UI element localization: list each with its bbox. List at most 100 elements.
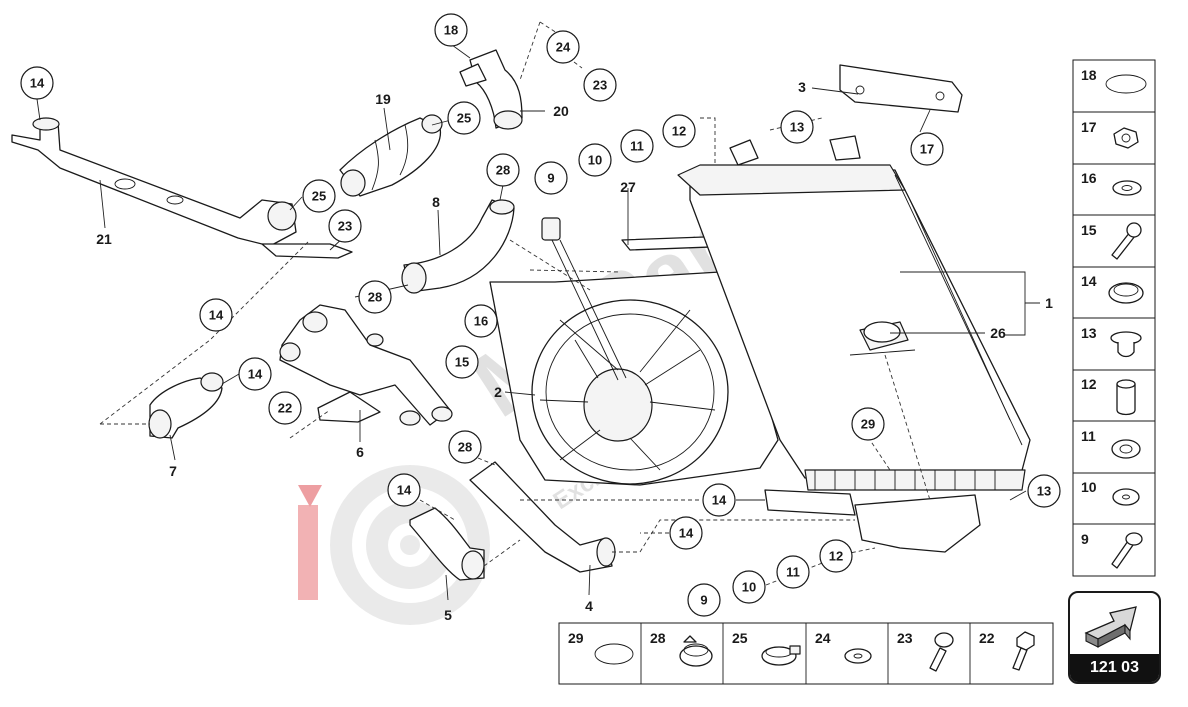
callout-25[interactable]: 25 <box>447 101 481 135</box>
callout-12[interactable]: 12 <box>819 539 853 573</box>
callout-25[interactable]: 25 <box>302 179 336 213</box>
legend-16: 16 <box>1081 170 1097 186</box>
legend-10: 10 <box>1081 479 1097 495</box>
part-6-coolant-pipe <box>279 304 453 426</box>
legend-17: 17 <box>1081 119 1097 135</box>
callout-12[interactable]: 12 <box>662 114 696 148</box>
callout-14[interactable]: 14 <box>702 483 736 517</box>
svg-text:17: 17 <box>920 142 934 157</box>
label-27[interactable]: 27 <box>620 179 636 195</box>
callout-28[interactable]: 28 <box>486 153 520 187</box>
legend-23: 23 <box>897 630 913 646</box>
legend-14: 14 <box>1081 273 1097 289</box>
callout-14[interactable]: 14 <box>387 473 421 507</box>
svg-text:14: 14 <box>209 308 224 323</box>
label-2[interactable]: 2 <box>494 384 502 400</box>
svg-text:15: 15 <box>455 355 469 370</box>
label-6[interactable]: 6 <box>356 444 364 460</box>
legend-24: 24 <box>815 630 831 646</box>
label-26[interactable]: 26 <box>990 325 1006 341</box>
callout-14[interactable]: 14 <box>669 516 703 550</box>
svg-text:23: 23 <box>338 219 352 234</box>
part-4-hose <box>469 461 616 573</box>
callout-11[interactable]: 11 <box>776 555 810 589</box>
part-3-bracket <box>839 64 963 113</box>
part-26-component <box>849 321 916 356</box>
part-21-pipe <box>11 117 353 259</box>
legend-25: 25 <box>732 630 748 646</box>
label-20[interactable]: 20 <box>553 103 569 119</box>
svg-text:11: 11 <box>786 565 800 580</box>
svg-text:23: 23 <box>593 78 607 93</box>
seal-ring-icon <box>594 643 634 665</box>
label-21[interactable]: 21 <box>96 231 112 247</box>
flange-bolt-icon <box>929 632 954 672</box>
callout-13[interactable]: 13 <box>780 110 814 144</box>
label-8[interactable]: 8 <box>432 194 440 210</box>
callout-14[interactable]: 14 <box>238 357 272 391</box>
svg-text:14: 14 <box>397 483 412 498</box>
svg-text:28: 28 <box>458 440 472 455</box>
callout-16[interactable]: 16 <box>464 304 498 338</box>
spring-clamp-icon <box>679 635 713 667</box>
callout-13[interactable]: 13 <box>1027 474 1061 508</box>
part-7-hose <box>148 372 224 439</box>
callout-18[interactable]: 18 <box>434 13 468 47</box>
bushing-icon <box>1111 439 1141 459</box>
diagram-code-badge: 121 03 <box>1068 591 1161 684</box>
legend-right: 18 17 16 15 14 13 12 11 10 9 <box>1072 59 1156 577</box>
label-5[interactable]: 5 <box>444 607 452 623</box>
svg-text:9: 9 <box>547 171 554 186</box>
diagram-code: 121 03 <box>1070 654 1159 682</box>
callout-9[interactable]: 9 <box>534 161 568 195</box>
callout-28[interactable]: 28 <box>358 280 392 314</box>
callout-10[interactable]: 10 <box>732 570 766 604</box>
callout-14[interactable]: 14 <box>20 66 54 100</box>
svg-text:28: 28 <box>496 163 510 178</box>
label-19[interactable]: 19 <box>375 91 391 107</box>
legend-28: 28 <box>650 630 666 646</box>
callout-15[interactable]: 15 <box>445 345 479 379</box>
callout-24[interactable]: 24 <box>546 30 580 64</box>
callout-23[interactable]: 23 <box>583 68 617 102</box>
legend-22: 22 <box>979 630 995 646</box>
bolt-icon <box>1111 222 1142 260</box>
legend-18: 18 <box>1081 67 1097 83</box>
legend-bottom: 29 28 25 24 23 22 <box>558 622 1054 685</box>
svg-text:29: 29 <box>861 417 875 432</box>
callout-17[interactable]: 17 <box>910 132 944 166</box>
label-7[interactable]: 7 <box>169 463 177 479</box>
washer-icon <box>1112 180 1142 196</box>
label-3[interactable]: 3 <box>798 79 806 95</box>
legend-9: 9 <box>1081 531 1089 547</box>
callout-9[interactable]: 9 <box>687 583 721 617</box>
svg-text:18: 18 <box>444 23 458 38</box>
shoulder-bolt-icon <box>1111 532 1143 569</box>
callout-23[interactable]: 23 <box>328 209 362 243</box>
legend-15: 15 <box>1081 222 1097 238</box>
part-19-hose <box>339 114 443 197</box>
svg-text:12: 12 <box>672 124 686 139</box>
sleeve-icon <box>1116 379 1136 416</box>
flat-washer-icon <box>1112 488 1140 506</box>
svg-text:10: 10 <box>742 580 756 595</box>
legend-13: 13 <box>1081 325 1097 341</box>
svg-text:12: 12 <box>829 549 843 564</box>
callout-14[interactable]: 14 <box>199 298 233 332</box>
callout-28[interactable]: 28 <box>448 430 482 464</box>
callout-10[interactable]: 10 <box>578 143 612 177</box>
label-4[interactable]: 4 <box>585 598 593 614</box>
svg-text:25: 25 <box>457 111 471 126</box>
label-1[interactable]: 1 <box>1045 295 1053 311</box>
callout-11[interactable]: 11 <box>620 129 654 163</box>
part-1-radiator <box>677 135 1031 553</box>
band-clamp-icon <box>761 645 801 666</box>
callout-22[interactable]: 22 <box>268 391 302 425</box>
legend-11: 11 <box>1081 428 1096 444</box>
svg-text:22: 22 <box>278 401 292 416</box>
svg-text:10: 10 <box>588 153 602 168</box>
part-5-hose <box>409 507 485 581</box>
callout-29[interactable]: 29 <box>851 407 885 441</box>
svg-text:13: 13 <box>790 120 804 135</box>
